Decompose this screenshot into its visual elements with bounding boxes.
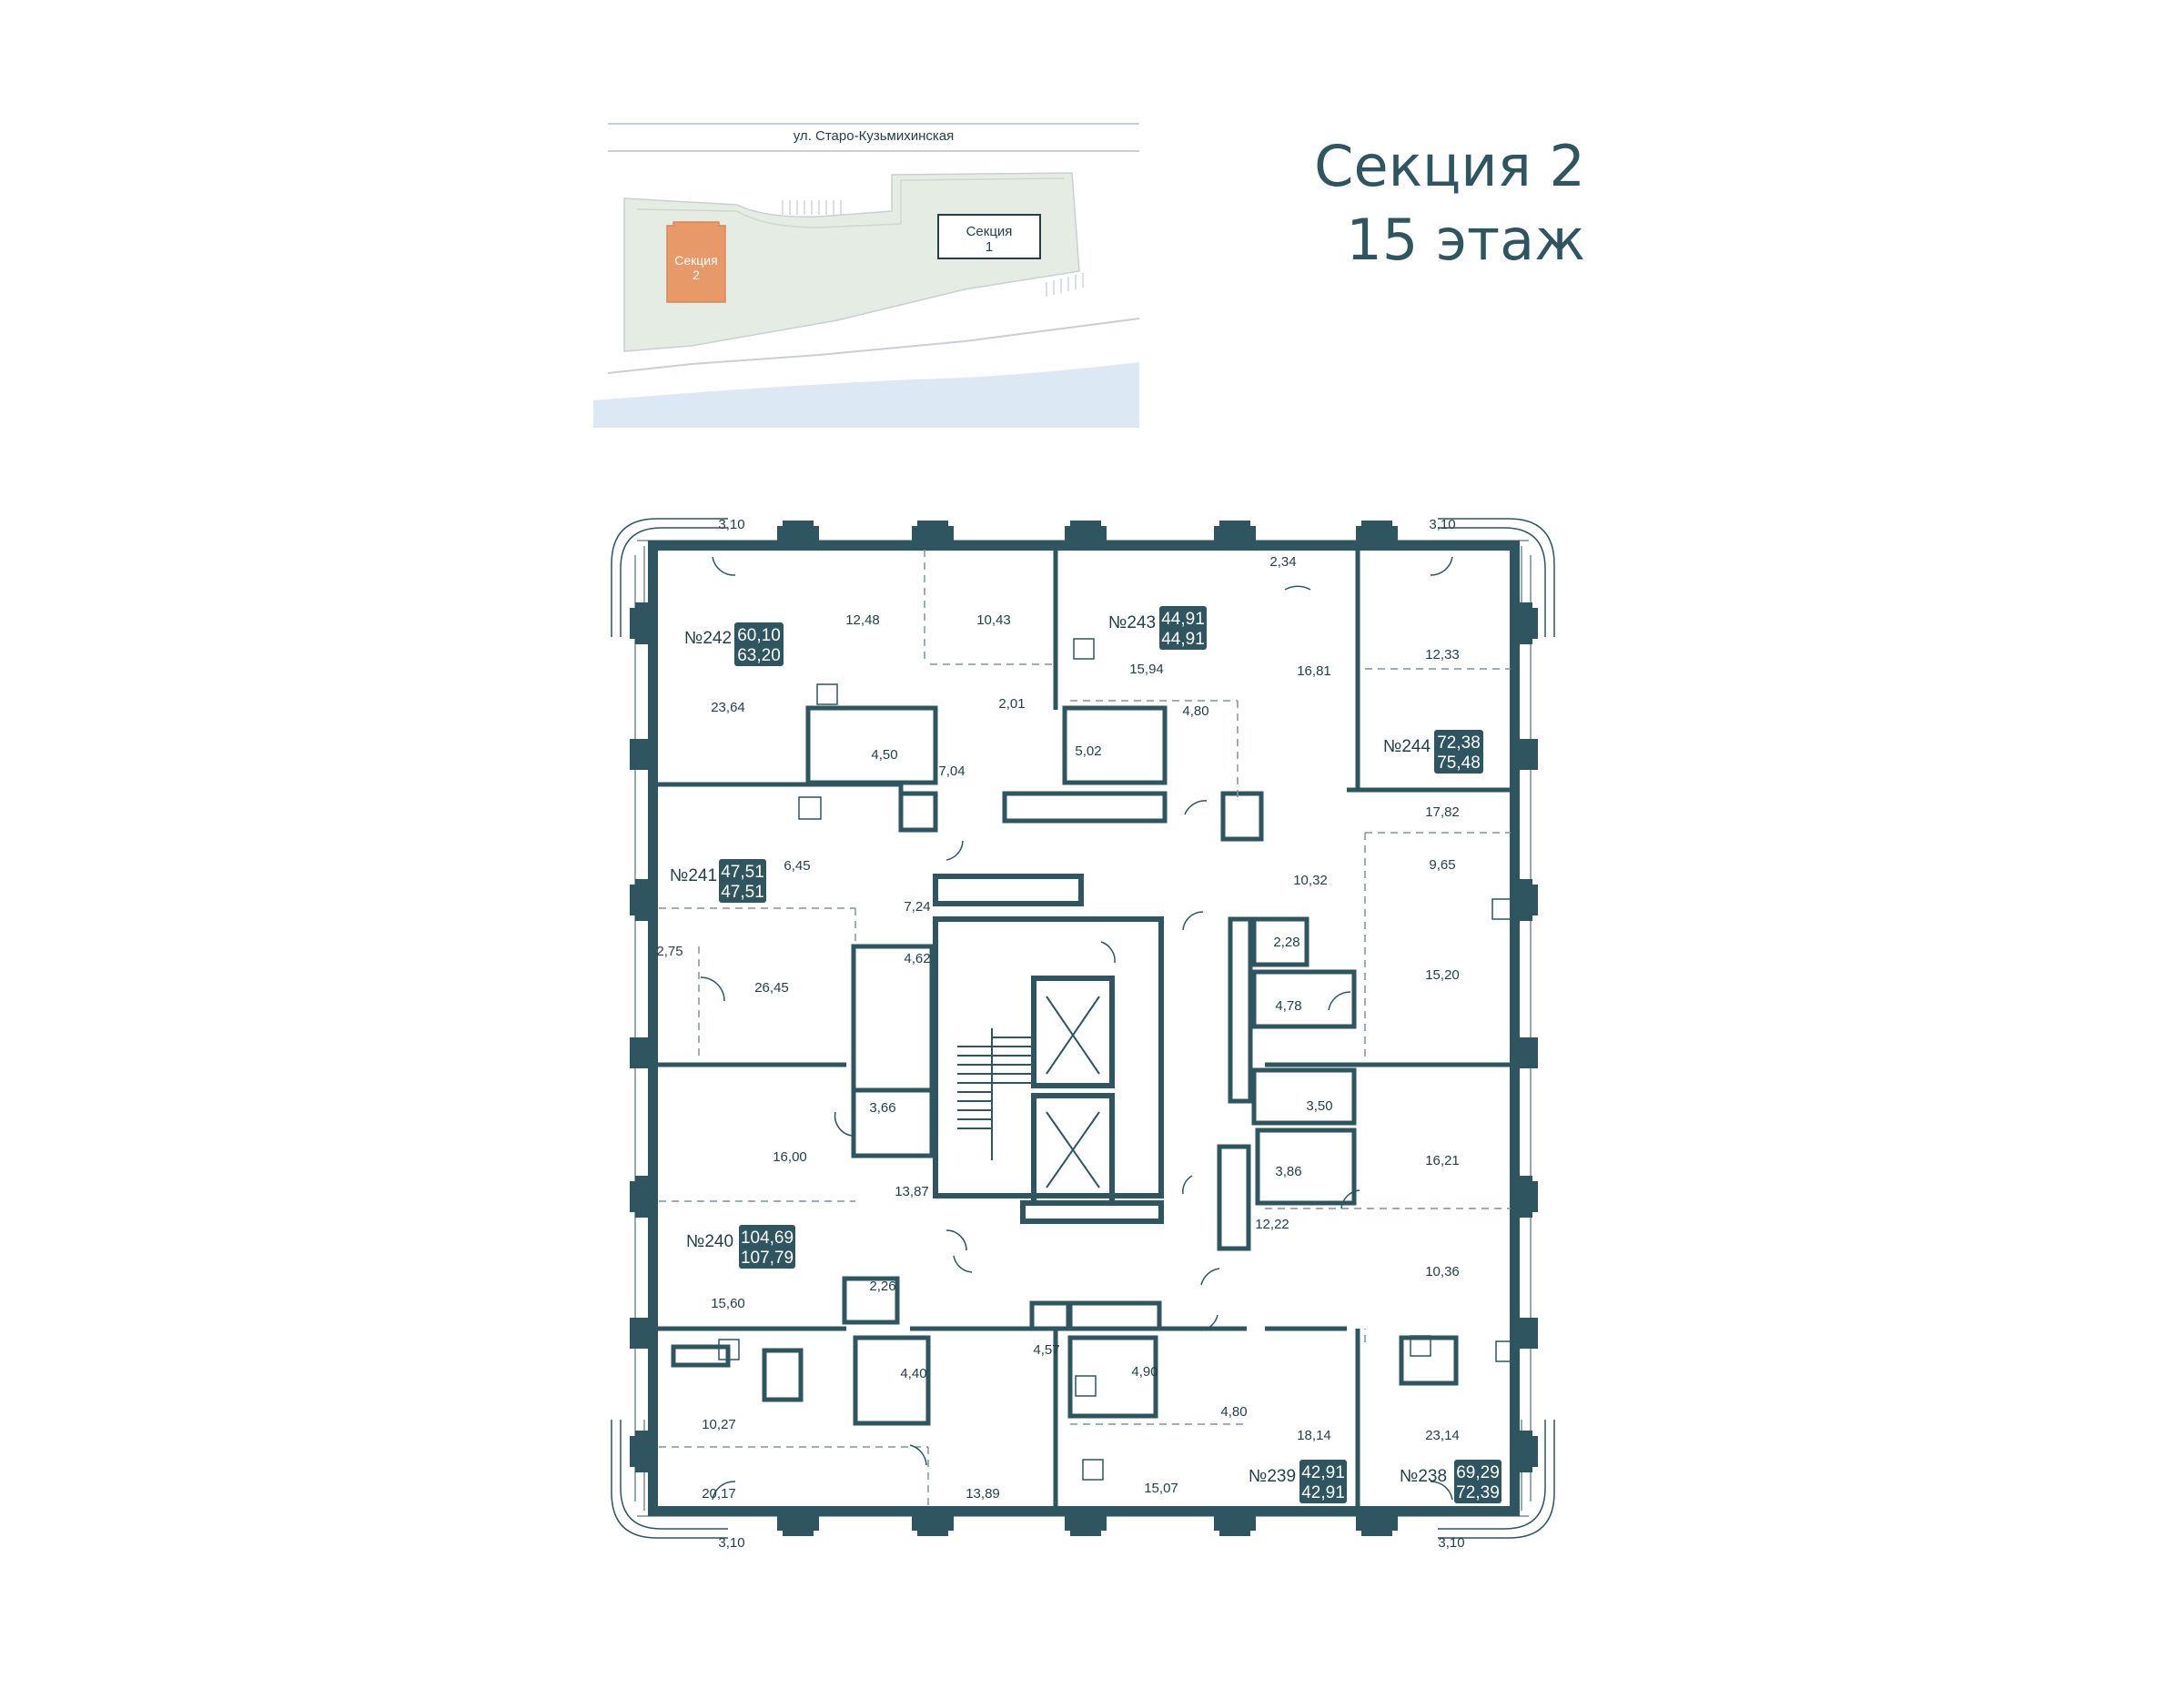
area-badge	[734, 622, 784, 666]
apartment-number: №240	[686, 1232, 733, 1251]
room-area: 18,14	[1297, 1428, 1331, 1443]
room-area: 17,82	[1425, 804, 1460, 820]
corner-dim-br: 3,10	[1438, 1535, 1464, 1551]
section2-number: 2	[693, 268, 700, 282]
room-area: 4,78	[1275, 998, 1301, 1014]
apartment-number: №238	[1400, 1467, 1447, 1486]
section2-label: Секция	[674, 253, 717, 268]
room-area: 12,33	[1425, 647, 1460, 662]
room-area: 4,80	[1182, 703, 1208, 719]
floor-title: 15 этаж	[1346, 207, 1585, 273]
room-area: 4,57	[1033, 1342, 1059, 1358]
stair-elevator-core	[933, 874, 1164, 1224]
area-with-balcony: 44,91	[1161, 630, 1205, 649]
room-area: 16,00	[773, 1149, 807, 1165]
area-badge	[719, 859, 766, 903]
area-badge	[1299, 1460, 1347, 1503]
water-area	[593, 362, 1139, 428]
area-with-balcony: 75,48	[1437, 753, 1481, 773]
room-area: 4,90	[1131, 1364, 1158, 1380]
area-badge	[1434, 730, 1483, 774]
apartment-number: №243	[1108, 613, 1156, 632]
apartment-number: №244	[1383, 737, 1431, 756]
room-area: 9,65	[1429, 857, 1455, 873]
street-name: ул. Старо-Кузьмихинская	[794, 128, 954, 144]
apartment-242: №242 60,10 63,20	[684, 622, 784, 666]
section1-label: Секция	[966, 224, 1013, 239]
room-area: 10,27	[702, 1417, 736, 1432]
room-area: 10,32	[1293, 873, 1328, 888]
area-total: 69,29	[1456, 1463, 1500, 1482]
area-with-balcony: 72,39	[1456, 1483, 1500, 1502]
room-area: 23,64	[711, 700, 745, 715]
apartment-number: №241	[670, 866, 717, 885]
room-area: 2,28	[1273, 935, 1299, 950]
room-area: 3,50	[1306, 1098, 1332, 1114]
room-area: 2,26	[869, 1279, 895, 1294]
area-badge	[739, 1225, 795, 1269]
room-area: 26,45	[754, 980, 789, 996]
room-area: 4,80	[1220, 1404, 1247, 1420]
room-area: 23,14	[1425, 1428, 1460, 1443]
area-total: 47,51	[721, 863, 764, 882]
room-area: 20,17	[702, 1486, 736, 1502]
section-title: Секция 2	[1314, 133, 1585, 199]
area-with-balcony: 47,51	[721, 883, 764, 902]
section1-building	[937, 214, 1041, 259]
room-areas: 12,48 10,43 23,64 2,01 4,50 7,04 15,94 5…	[656, 554, 1459, 1502]
area-with-balcony: 107,79	[741, 1249, 794, 1268]
room-area: 2,75	[656, 944, 682, 959]
area-total: 72,38	[1437, 733, 1481, 753]
section2-building	[666, 221, 726, 303]
room-area: 16,21	[1425, 1153, 1460, 1168]
area-total: 44,91	[1161, 610, 1205, 629]
area-total: 60,10	[737, 626, 781, 645]
apartment-238: №238 69,29 72,39	[1400, 1460, 1502, 1503]
room-area: 5,02	[1075, 743, 1101, 759]
room-area: 12,48	[845, 612, 880, 628]
room-area: 2,34	[1269, 554, 1296, 570]
corner-dim-tr: 3,10	[1429, 517, 1455, 532]
room-area: 7,04	[938, 764, 965, 779]
area-badge	[1159, 606, 1207, 650]
room-area: 15,60	[711, 1296, 745, 1311]
room-area: 16,81	[1297, 663, 1331, 679]
floor-plan: 3,10 3,10 3,10 3,10 12,48 10,43 23,64 2,…	[611, 517, 1555, 1551]
apartment-number: №239	[1249, 1467, 1296, 1486]
corner-dim-tl: 3,10	[718, 517, 744, 532]
room-area: 10,43	[976, 612, 1011, 628]
room-area: 3,66	[869, 1100, 895, 1116]
apartment-241: №241 47,51 47,51	[670, 859, 766, 903]
apartment-244: №244 72,38 75,48	[1383, 730, 1483, 774]
section1-number: 1	[986, 239, 993, 255]
room-area: 4,50	[871, 747, 897, 763]
room-area: 4,40	[900, 1366, 926, 1381]
room-area: 15,94	[1129, 662, 1164, 677]
apartment-number: №242	[684, 629, 732, 648]
apartment-239: №239 42,91 42,91	[1249, 1460, 1347, 1503]
area-total: 42,91	[1301, 1463, 1345, 1482]
area-badge	[1454, 1460, 1502, 1503]
corner-dim-bl: 3,10	[718, 1535, 744, 1551]
room-area: 12,22	[1255, 1217, 1289, 1232]
room-area: 2,01	[998, 696, 1025, 712]
room-area: 6,45	[784, 858, 810, 874]
room-area: 13,89	[966, 1486, 1000, 1502]
room-area: 15,20	[1425, 967, 1460, 983]
apartment-240: №240 104,69 107,79	[686, 1225, 795, 1269]
room-area: 4,62	[904, 951, 930, 966]
area-with-balcony: 42,91	[1301, 1483, 1345, 1502]
area-with-balcony: 63,20	[737, 646, 781, 665]
room-area: 15,07	[1144, 1481, 1178, 1496]
site-plan: ул. Старо-Кузьмихинская Секция 1 Секция …	[593, 123, 1140, 428]
room-area: 3,86	[1275, 1164, 1301, 1179]
apartment-243: №243 44,91 44,91	[1108, 606, 1207, 650]
room-area: 7,24	[904, 899, 930, 915]
room-area: 13,87	[895, 1184, 929, 1199]
area-total: 104,69	[741, 1229, 794, 1248]
room-area: 10,36	[1425, 1264, 1460, 1279]
